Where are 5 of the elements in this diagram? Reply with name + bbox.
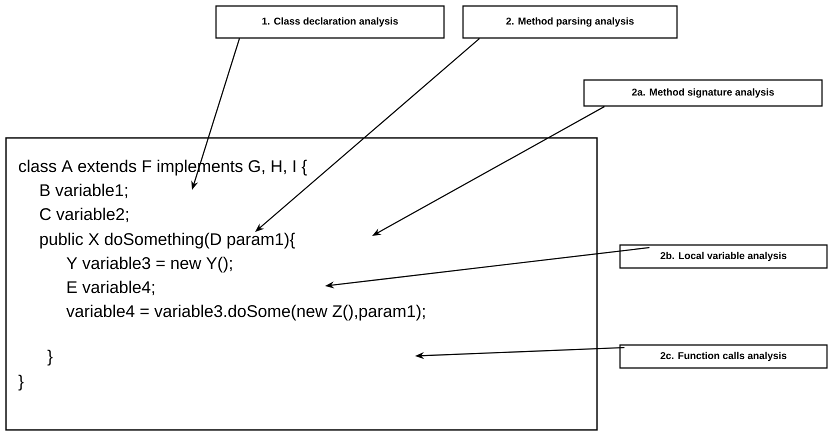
label-box: 2b. Local variable analysis [619, 244, 828, 269]
label-box: 2. Method parsing analysis [462, 5, 678, 39]
label-box: 2c. Function calls analysis [619, 344, 828, 369]
label-box: 2a. Method signature analysis [583, 79, 823, 107]
label-box: 1. Class declaration analysis [215, 5, 445, 39]
